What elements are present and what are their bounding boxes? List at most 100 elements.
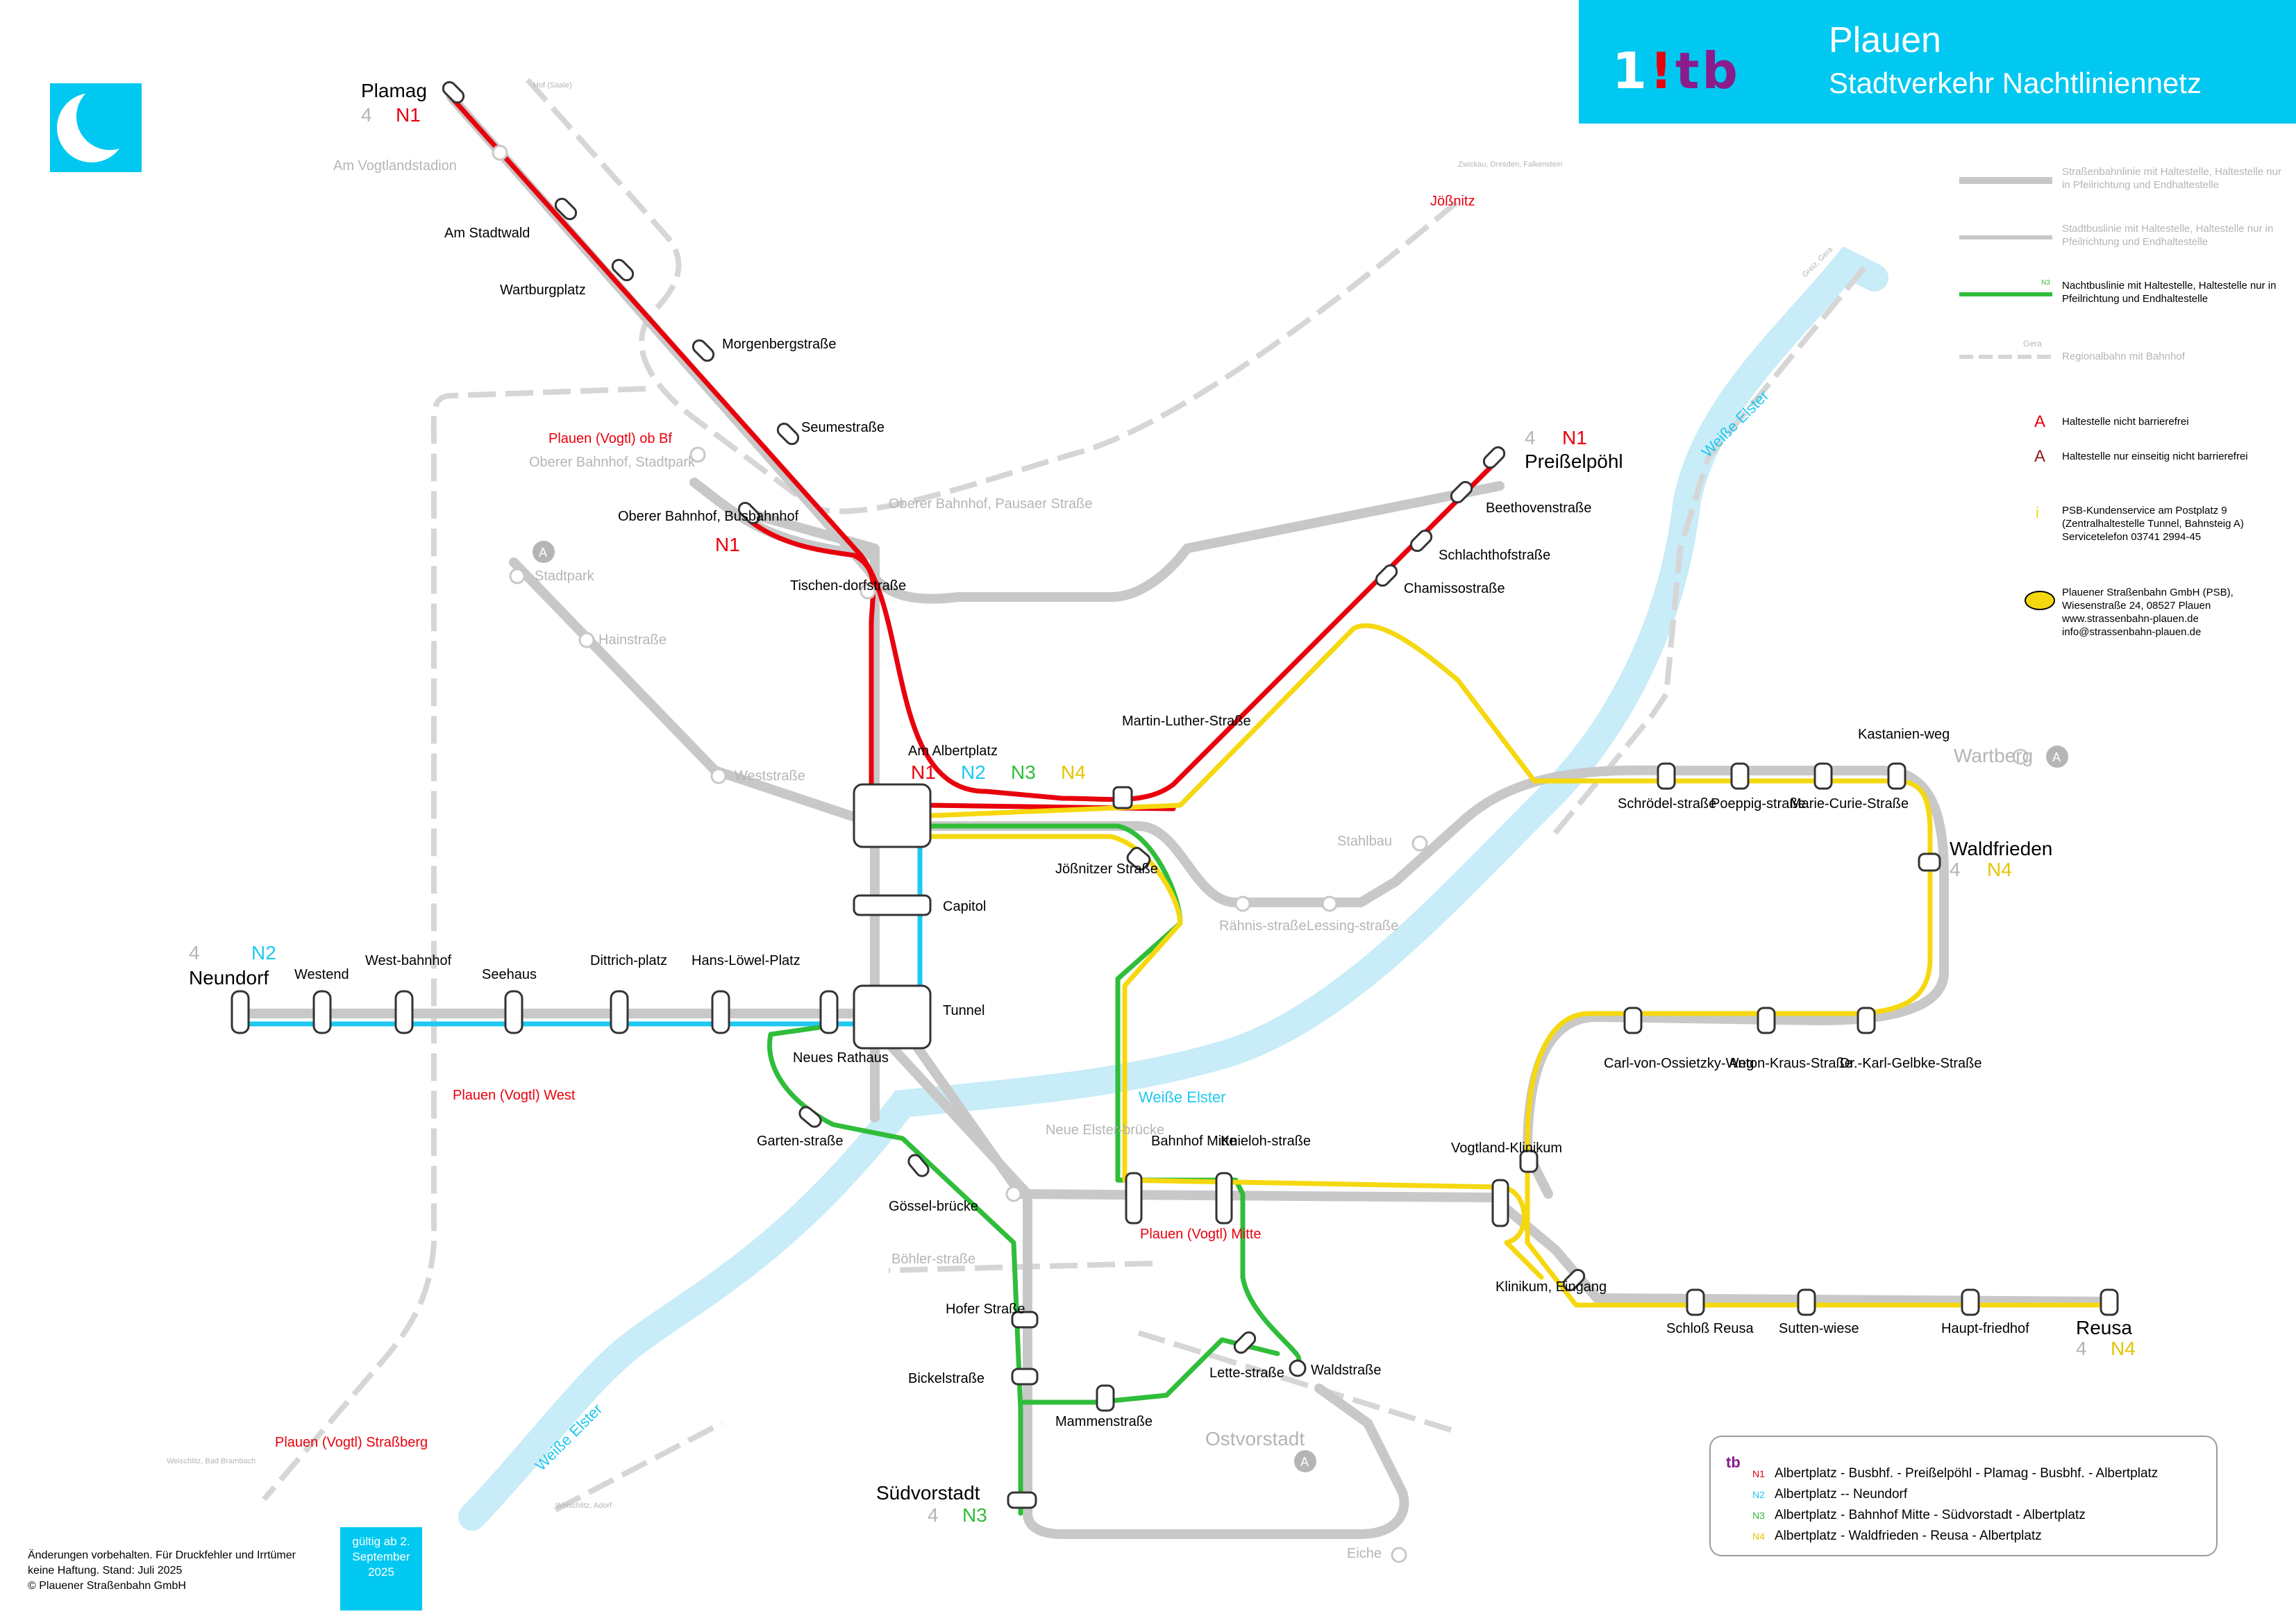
bus-stop-markers [492,144,2029,1563]
header-banner: 1!tb Plauen Stadtverkehr Nachtliniennetz [1579,0,2296,124]
not-barrier-free-icon: A [2034,412,2046,431]
label-westend: Westend [294,967,349,982]
label-seehaus: Seehaus [482,967,537,982]
label-plauen-strassberg: Plauen (Vogtl) Straßberg [275,1435,428,1450]
label-neues-rathaus: Neues Rathaus [793,1050,889,1066]
label-lettestrasse: Lette-straße [1209,1365,1284,1381]
psb-brand-logo: 1!tb [1612,42,1741,100]
logo-one: 1 [1612,42,1650,100]
reusa-tram: 4 [2076,1338,2087,1359]
line-N2 [233,830,923,1027]
label-tischendorfstrasse: Tischen-dorfstraße [790,578,906,594]
suedvorstadt-N3: N3 [962,1504,987,1526]
label-reusa: Reusa [2076,1317,2132,1338]
label-suedvorstadt: Südvorstadt [876,1482,980,1504]
svg-text:A: A [539,546,547,560]
label-mammenstrasse: Mammenstraße [1055,1414,1153,1429]
label-preisselpoehl: Preißelpöhl [1525,451,1623,472]
label-anton-kraus-strasse: Anton-Kraus-Straße [1729,1056,1852,1071]
legend-regional-code: Gera [2023,339,2042,348]
waldfrieden-tram: 4 [1950,859,1961,880]
psb-logo-icon [2025,591,2055,610]
label-hauptfriedhof: Haupt-friedhof [1941,1321,2029,1336]
label-weststrasse: Weststraße [735,768,805,784]
label-am-vogtlandstadion: Am Vogtlandstadion [333,158,457,174]
label-marie-curie-strasse: Marie-Curie-Straße [1790,796,1909,812]
stop-markers [231,81,2119,1509]
neundorf-tram: 4 [189,942,200,964]
label-waldstrasse: Waldstraße [1311,1363,1382,1378]
label-waldfrieden: Waldfrieden [1950,838,2052,859]
header-title: Plauen [1829,20,1941,60]
service-bahnsteig-icon: i [2036,504,2039,521]
river-label-2: Weiße Elster [1139,1088,1226,1106]
label-beethovenstrasse: Beethovenstraße [1486,501,1591,516]
label-wartburgplatz: Wartburgplatz [500,283,586,298]
label-busbahnhof-N1: N1 [715,534,740,555]
label-dittrichplatz: Dittrich-platz [590,953,667,968]
label-goesselbruecke: Gössel-brücke [889,1199,978,1214]
label-plauen-west: Plauen (Vogtl) West [453,1088,576,1103]
label-boehlerstrasse: Böhler-straße [891,1252,975,1267]
reusa-N4: N4 [2111,1338,2136,1359]
regional-rail [261,78,1870,1513]
label-neundorf: Neundorf [189,967,269,989]
logo-tb: tb [1675,42,1741,100]
neundorf-N2: N2 [251,942,276,964]
bus-a-icon [533,541,2068,1472]
label-hans-loewel-platz: Hans-Löwel-Platz [692,953,801,968]
label-poeppigstrasse: Poeppig-straße [1711,796,1806,812]
disclaimer-line-3: © Plauener Straßenbahn GmbH [28,1580,186,1592]
label-gartenstrasse: Garten-straße [757,1134,843,1149]
label-seumestrasse: Seumestraße [801,420,885,435]
label-am-albertplatz: Am Albertplatz [908,743,998,759]
label-tunnel: Tunnel [943,1003,984,1018]
preisselpoehl-N1: N1 [1562,427,1587,448]
label-stahlbau: Stahlbau [1337,834,1392,849]
rail-dest-hof: Hof (Saale) [533,81,572,90]
label-bickelstrasse: Bickelstraße [908,1371,984,1386]
albertplatz-N2: N2 [961,762,986,783]
svg-text:A: A [2052,750,2061,764]
suedvorstadt-tram: 4 [928,1504,939,1526]
legend-night-bus-code: N3 [2041,279,2050,287]
label-oberer-bahnhof-busbahnhof: Oberer Bahnhof, Busbahnhof [618,509,799,524]
rail-dest-weischlitz-adorf: Weischlitz, Adorf [555,1502,612,1510]
routes-logo: tb [1726,1454,1741,1471]
label-oberer-bahnhof-stadtpark: Oberer Bahnhof, Stadtpark [529,455,696,470]
rail-dest-zwickau: Zwickau, Dresden, Falkenstein [1458,160,1562,169]
label-lessingstrasse: Lessing-straße [1307,918,1398,934]
label-vogtland-klinikum: Vogtland-Klinikum [1451,1141,1562,1156]
label-plamag-tram: 4 [361,104,372,126]
rail-dest-weischlitz-brambach: Weischlitz, Bad Brambach [167,1457,255,1465]
label-plauen-ob-bf: Plauen (Vogtl) ob Bf [548,431,672,446]
validity-badge: gültig ab 2. September 2025 [340,1527,422,1611]
label-schroedelstrasse: Schrödel-straße [1618,796,1716,812]
label-stadtpark: Stadtpark [535,569,595,584]
label-martin-luther-strasse: Martin-Luther-Straße [1122,714,1251,729]
header-subtitle: Stadtverkehr Nachtliniennetz [1829,67,2202,99]
albertplatz-N3: N3 [1011,762,1036,783]
label-hofer-strasse: Hofer Straße [946,1302,1025,1317]
label-morgenbergstrasse: Morgenbergstraße [722,337,837,352]
disclaimer-line-1: Änderungen vorbehalten. Für Druckfehler … [28,1549,296,1561]
label-carl-von-ossietzky-weg: Carl-von-Ossietzky-Weg [1604,1056,1754,1071]
label-schloss-reusa: Schloß Reusa [1666,1321,1754,1336]
svg-text:A: A [1300,1455,1309,1469]
label-wartberg: Wartberg [1954,745,2033,766]
label-eiche: Eiche [1347,1546,1382,1561]
label-joessnitzer-strasse: Jößnitzer Straße [1055,861,1158,877]
label-schlachthofstrasse: Schlachthofstraße [1439,548,1550,563]
label-plauen-mitte: Plauen (Vogtl) Mitte [1140,1227,1262,1242]
disclaimer: Änderungen vorbehalten. Für Druckfehler … [28,1548,333,1594]
label-ostvorstadt: Ostvorstadt [1205,1428,1305,1449]
albertplatz-N1: N1 [911,762,936,783]
label-joessnitz: Jößnitz [1430,194,1475,209]
label-plamag-N1: N1 [396,104,421,126]
